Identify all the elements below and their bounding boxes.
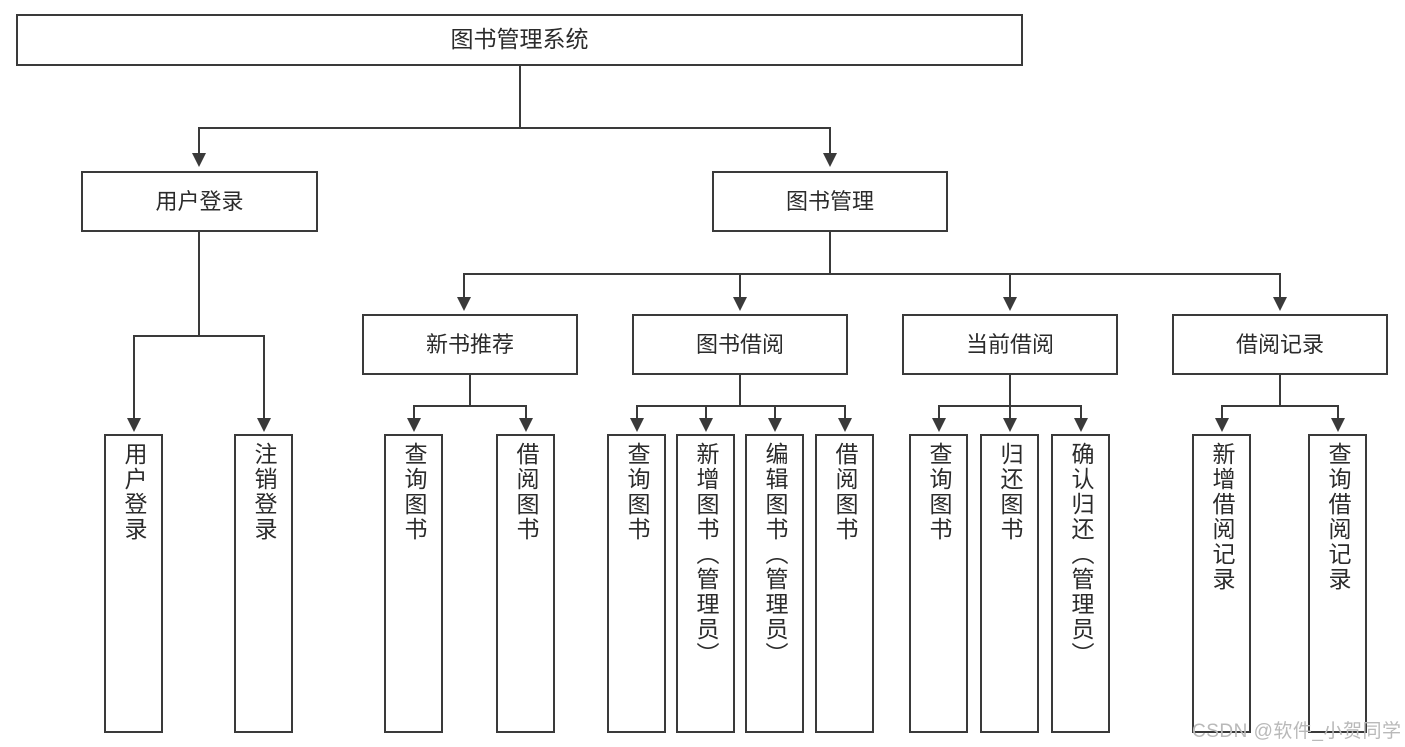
arrowhead-br-to-leaf-2 (1331, 418, 1345, 432)
arrowhead-cb-to-leaf-1 (932, 418, 946, 432)
leaf-borrow-books-new-book-rec[interactable]: 借阅图书 (496, 434, 555, 733)
node-label: 当前借阅 (965, 331, 1054, 357)
node-label: 新增借阅记录 (1209, 442, 1235, 592)
arrowhead-bm-to-level3-4 (1273, 297, 1287, 311)
node-label: 编辑图书（管理员） (762, 442, 788, 667)
connector-cb-to-leaf-1 (938, 405, 940, 419)
arrowhead-root-to-book-management (823, 153, 837, 167)
connector-bb-to-leaf-4 (844, 405, 846, 419)
arrowhead-bm-to-level3-1 (457, 297, 471, 311)
leaf-query-borrowing-record[interactable]: 查询借阅记录 (1308, 434, 1367, 733)
leaf-add-book-admin[interactable]: 新增图书（管理员） (676, 434, 735, 733)
node-current-borrowing[interactable]: 当前借阅 (902, 314, 1118, 375)
node-label: 查询图书 (926, 442, 952, 542)
node-book-management[interactable]: 图书管理 (712, 171, 948, 232)
connector-book-borrowing-split-bar (636, 405, 846, 407)
connector-user-login-split-bar (133, 335, 265, 337)
connector-root-stem (519, 66, 521, 128)
connector-bb-to-leaf-3 (774, 405, 776, 419)
connector-cb-to-leaf-2 (1009, 405, 1011, 419)
node-user-login[interactable]: 用户登录 (81, 171, 318, 232)
leaf-query-books-book-borrowing[interactable]: 查询图书 (607, 434, 666, 733)
leaf-user-login[interactable]: 用户登录 (104, 434, 163, 733)
leaf-confirm-return-admin[interactable]: 确认归还（管理员） (1051, 434, 1110, 733)
node-label: 图书管理 (785, 188, 874, 214)
connector-user-login-to-leaf-1 (133, 335, 135, 419)
connector-br-to-leaf-1 (1221, 405, 1223, 419)
leaf-query-books-current-borrowing[interactable]: 查询图书 (909, 434, 968, 733)
connector-root-split-bar (198, 127, 831, 129)
node-root-book-management-system[interactable]: 图书管理系统 (16, 14, 1023, 66)
connector-user-login-to-leaf-2 (263, 335, 265, 419)
node-label: 借阅记录 (1235, 331, 1324, 357)
arrowhead-bb-to-leaf-1 (630, 418, 644, 432)
arrowhead-nbr-to-leaf-1 (407, 418, 421, 432)
node-label: 查询图书 (624, 442, 650, 542)
node-new-book-recommendation[interactable]: 新书推荐 (362, 314, 578, 375)
node-borrowing-record[interactable]: 借阅记录 (1172, 314, 1388, 375)
node-label: 确认归还（管理员） (1068, 442, 1094, 667)
node-label: 用户登录 (121, 442, 147, 542)
connector-root-to-book-management (829, 127, 831, 155)
connector-br-to-leaf-2 (1337, 405, 1339, 419)
connector-cb-to-leaf-3 (1080, 405, 1082, 419)
connector-book-management-split-bar (463, 273, 1280, 275)
arrowhead-root-to-user-login (192, 153, 206, 167)
connector-new-book-rec-split-bar (413, 405, 527, 407)
leaf-query-books-new-book-rec[interactable]: 查询图书 (384, 434, 443, 733)
arrowhead-cb-to-leaf-2 (1003, 418, 1017, 432)
node-label: 图书借阅 (695, 331, 784, 357)
node-label: 归还图书 (997, 442, 1023, 542)
arrowhead-bb-to-leaf-4 (838, 418, 852, 432)
connector-nbr-to-leaf-1 (413, 405, 415, 419)
arrowhead-br-to-leaf-1 (1215, 418, 1229, 432)
connector-book-borrowing-stem (739, 375, 741, 406)
leaf-return-books[interactable]: 归还图书 (980, 434, 1039, 733)
node-book-borrowing[interactable]: 图书借阅 (632, 314, 848, 375)
leaf-add-borrowing-record[interactable]: 新增借阅记录 (1192, 434, 1251, 733)
node-label: 查询图书 (401, 442, 427, 542)
connector-borrowing-record-split-bar (1221, 405, 1339, 407)
node-label: 图书管理系统 (450, 26, 589, 53)
connector-new-book-rec-stem (469, 375, 471, 406)
arrowhead-user-login-to-leaf-1 (127, 418, 141, 432)
node-label: 新书推荐 (425, 331, 514, 357)
connector-borrowing-record-stem (1279, 375, 1281, 406)
arrowhead-user-login-to-leaf-2 (257, 418, 271, 432)
node-label: 用户登录 (155, 188, 244, 214)
node-label: 借阅图书 (832, 442, 858, 542)
arrowhead-bm-to-level3-3 (1003, 297, 1017, 311)
leaf-edit-book-admin[interactable]: 编辑图书（管理员） (745, 434, 804, 733)
connector-bm-to-level3-4 (1279, 273, 1281, 298)
connector-root-to-user-login (198, 127, 200, 155)
arrowhead-bm-to-level3-2 (733, 297, 747, 311)
connector-bm-to-level3-3 (1009, 273, 1011, 298)
leaf-borrow-books-book-borrowing[interactable]: 借阅图书 (815, 434, 874, 733)
connector-book-management-stem (829, 232, 831, 274)
node-label: 注销登录 (251, 442, 277, 542)
leaf-logout[interactable]: 注销登录 (234, 434, 293, 733)
arrowhead-bb-to-leaf-3 (768, 418, 782, 432)
connector-nbr-to-leaf-2 (525, 405, 527, 419)
connector-current-borrowing-stem (1009, 375, 1011, 406)
connector-bb-to-leaf-2 (705, 405, 707, 419)
node-label: 借阅图书 (513, 442, 539, 542)
connector-bm-to-level3-2 (739, 273, 741, 298)
node-label: 新增图书（管理员） (693, 442, 719, 667)
connector-bm-to-level3-1 (463, 273, 465, 298)
connector-bb-to-leaf-1 (636, 405, 638, 419)
node-label: 查询借阅记录 (1325, 442, 1351, 592)
arrowhead-nbr-to-leaf-2 (519, 418, 533, 432)
arrowhead-cb-to-leaf-3 (1074, 418, 1088, 432)
csdn-watermark: CSDN @软件_小贺同学 (1192, 721, 1402, 742)
arrowhead-bb-to-leaf-2 (699, 418, 713, 432)
connector-user-login-stem (198, 232, 200, 336)
